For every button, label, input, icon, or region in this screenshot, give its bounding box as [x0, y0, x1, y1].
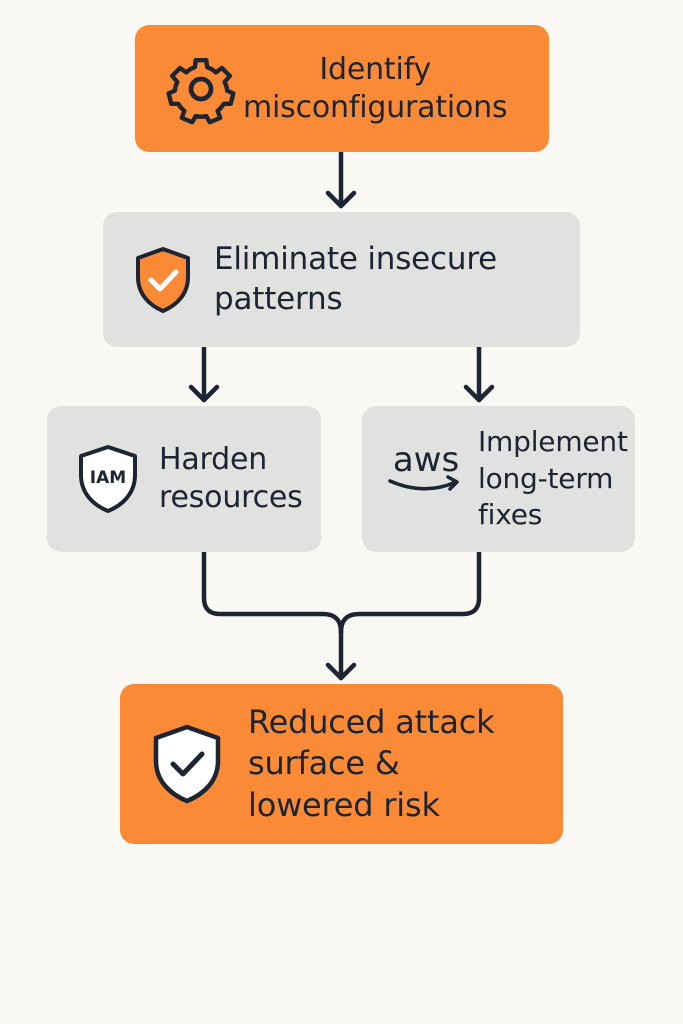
- aws-logo-icon: aws: [384, 438, 468, 498]
- gear-icon: [163, 51, 239, 127]
- shield-check-icon: [150, 723, 224, 805]
- iam-shield-icon: IAM: [73, 443, 143, 515]
- arrow-identify-to-eliminate: [325, 149, 357, 209]
- aws-icon-text: aws: [393, 440, 459, 480]
- iam-icon-text: IAM: [90, 468, 126, 488]
- arrow-eliminate-to-harden: [188, 344, 220, 403]
- arrow-merge-to-result: [201, 549, 482, 681]
- arrow-eliminate-to-implement: [463, 344, 495, 403]
- shield-check-icon: [133, 245, 193, 315]
